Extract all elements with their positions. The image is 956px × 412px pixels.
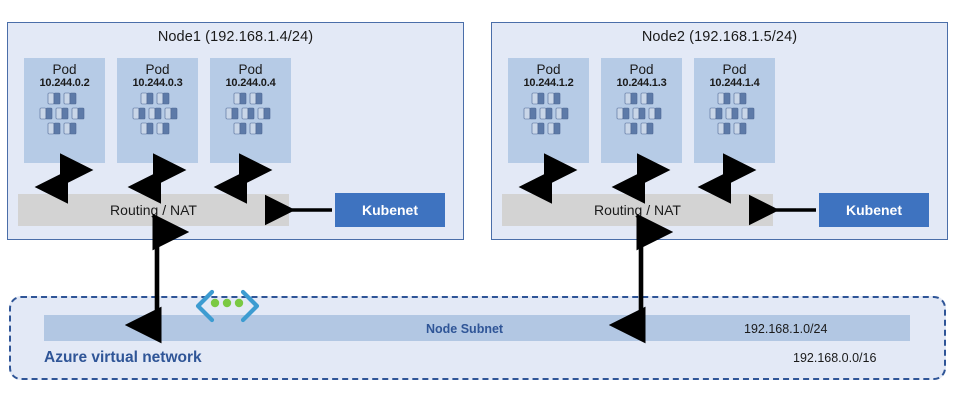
pod-box: Pod 10.244.1.3 (601, 58, 682, 163)
container-cluster-icon (705, 92, 765, 143)
routing-nat-bar: Routing / NAT (502, 194, 773, 226)
kubenet-label: Kubenet (846, 202, 902, 218)
pod-ip: 10.244.1.3 (616, 77, 667, 90)
azure-virtual-network-cidr: 192.168.0.0/16 (793, 351, 877, 365)
container-cluster-icon (519, 92, 579, 143)
container-cluster-icon (221, 92, 281, 143)
pod-label: Pod 10.244.0.4 (210, 58, 291, 89)
pod-label: Pod 10.244.1.2 (508, 58, 589, 89)
node-container-2: Node2 (192.168.1.5/24) Pod 10.244.1.2 (491, 22, 948, 240)
pod-ip: 10.244.0.2 (39, 77, 90, 90)
pod-ip: 10.244.1.2 (523, 77, 574, 90)
container-cluster-icon (128, 92, 188, 143)
pod-ip: 10.244.0.4 (225, 77, 276, 90)
azure-virtual-network-label: Azure virtual network (44, 349, 202, 366)
pod-label: Pod 10.244.1.4 (694, 58, 775, 89)
routing-nat-bar: Routing / NAT (18, 194, 289, 226)
kubenet-box: Kubenet (335, 193, 445, 227)
pod-box: Pod 10.244.0.3 (117, 58, 198, 163)
pod-box: Pod 10.244.0.4 (210, 58, 291, 163)
pod-box: Pod 10.244.1.4 (694, 58, 775, 163)
kubenet-label: Kubenet (362, 202, 418, 218)
routing-nat-label: Routing / NAT (110, 202, 197, 218)
node-container-1: Node1 (192.168.1.4/24) Pod 10.244.0.2 (7, 22, 464, 240)
routing-nat-label: Routing / NAT (594, 202, 681, 218)
pod-ip: 10.244.1.4 (709, 77, 760, 90)
container-cluster-icon (35, 92, 95, 143)
pod-name: Pod (536, 62, 561, 77)
pod-name: Pod (722, 62, 747, 77)
pod-name: Pod (52, 62, 77, 77)
pod-label: Pod 10.244.0.3 (117, 58, 198, 89)
kubenet-box: Kubenet (819, 193, 929, 227)
node-title-1: Node1 (192.168.1.4/24) (157, 29, 314, 45)
node-subnet-cidr: 192.168.1.0/24 (744, 322, 828, 336)
pod-name: Pod (629, 62, 654, 77)
pod-label: Pod 10.244.0.2 (24, 58, 105, 89)
pod-label: Pod 10.244.1.3 (601, 58, 682, 89)
container-cluster-icon (612, 92, 672, 143)
pod-box: Pod 10.244.0.2 (24, 58, 105, 163)
pod-ip: 10.244.0.3 (132, 77, 183, 90)
pod-name: Pod (238, 62, 263, 77)
node-subnet-label: Node Subnet (426, 322, 504, 336)
pod-name: Pod (145, 62, 170, 77)
pod-box: Pod 10.244.1.2 (508, 58, 589, 163)
node-title-2: Node2 (192.168.1.5/24) (641, 29, 798, 45)
